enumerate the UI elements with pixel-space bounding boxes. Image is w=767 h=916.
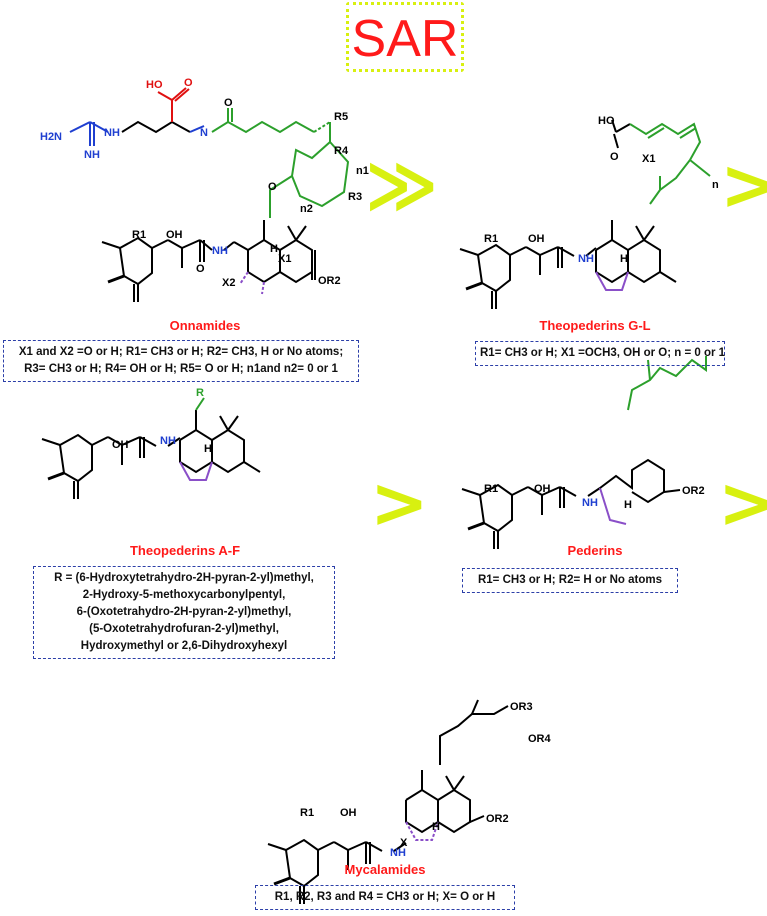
theopederins-af-title: Theopederins A-F [129, 543, 241, 558]
label-r1-ped: R1 [484, 483, 498, 495]
label-h-af: H [204, 443, 212, 455]
mycalamides-title: Mycalamides [344, 862, 426, 877]
label-oh-gl: OH [528, 233, 545, 245]
label-or2-onn: OR2 [318, 275, 341, 287]
label-n-amide: N [200, 127, 208, 139]
label-ho-acid: HO [146, 79, 163, 91]
mycalamides-note: R1, R2, R3 and R4 = CH3 or H; X= O or H [255, 885, 515, 910]
label-h-gl: H [620, 253, 628, 265]
label-o-gl: O [610, 151, 619, 163]
label-or2-myc: OR2 [486, 813, 509, 825]
label-n-af: NH [160, 435, 176, 447]
label-nh-2: NH [84, 149, 100, 161]
theopederins-af-note-line-5: Hydroxymethyl or 2,6-Dihydroxyhexyl [80, 640, 288, 652]
theopederins-af-note-line-3: 6-(Oxotetrahydro-2H-pyran-2-yl)methyl, [76, 606, 292, 618]
label-x2: X2 [222, 277, 235, 289]
mycalamides-note-line-1: R1, R2, R3 and R4 = CH3 or H; X= O or H [274, 891, 496, 903]
label-r4: R4 [334, 145, 349, 157]
theopederins-gl-note: R1= CH3 or H; X1 =OCH3, OH or O; n = 0 o… [475, 341, 725, 366]
label-x1-gl: X1 [642, 153, 655, 165]
label-o-amide-onn: O [196, 263, 205, 275]
label-h-onn: H [270, 243, 278, 255]
theopederins-gl-title: Theopederins G-L [539, 318, 651, 333]
theopederins-af-note-line-4: (5-Oxotetrahydrofuran-2-yl)methyl, [89, 623, 279, 635]
label-oh-ped: OH [534, 483, 551, 495]
label-n-gl: n [712, 179, 719, 191]
label-h-ped: H [624, 499, 632, 511]
label-h2n: H2N [40, 131, 62, 143]
label-oh-af: OH [112, 439, 129, 451]
label-or3: OR3 [510, 701, 533, 713]
label-x1-onn: X1 [278, 253, 291, 265]
sar-header-box: SAR [346, 2, 464, 72]
greater-than-arrow-3: > [370, 462, 429, 544]
greater-than-arrow-2: > [720, 144, 767, 226]
label-ho-gl: HO [598, 115, 615, 127]
onnamides-note-line-2: R3= CH3 or H; R4= OH or H; R5= O or H; n… [24, 363, 338, 375]
onnamides-title: Onnamides [169, 318, 241, 333]
label-r1-onn: R1 [132, 229, 146, 241]
sar-title: SAR [351, 10, 459, 68]
mycalamides-structure [266, 699, 509, 906]
label-n1: n1 [356, 165, 369, 177]
theopederins-gl-structure [458, 119, 711, 311]
theopederins-af-structure [40, 397, 261, 501]
greater-than-arrow-4: > [718, 462, 767, 544]
label-r5: R5 [334, 111, 348, 123]
label-r3: R3 [348, 191, 362, 203]
label-o-carbonyl: O [224, 97, 233, 109]
label-r-af: R [196, 387, 204, 399]
label-or2-ped: OR2 [682, 485, 705, 497]
pederins-note-line-1: R1= CH3 or H; R2= H or No atoms [477, 574, 663, 586]
onnamides-note: X1 and X2 =O or H; R1= CH3 or H; R2= CH3… [3, 340, 359, 382]
onnamides-structure [69, 87, 350, 304]
label-n-onn: NH [212, 245, 228, 257]
label-n-myc: NH [390, 847, 406, 859]
theopederins-af-note-line-2: 2-Hydroxy-5-methoxycarbonylpentyl, [82, 589, 286, 601]
theopederins-af-note-line-1: R = (6-Hydroxytetrahydro-2H-pyran-2-yl)m… [54, 572, 314, 584]
label-o-ring: O [268, 181, 277, 193]
label-oh-onn: OH [166, 229, 183, 241]
pederins-title: Pederins [567, 543, 623, 558]
pederins-structure [460, 356, 707, 551]
label-n2: n2 [300, 203, 313, 215]
pederins-note: R1= CH3 or H; R2= H or No atoms [462, 568, 678, 593]
theopederins-af-note: R = (6-Hydroxytetrahydro-2H-pyran-2-yl)m… [33, 566, 335, 659]
theopederins-gl-note-line-1: R1= CH3 or H; X1 =OCH3, OH or O; n = 0 o… [480, 347, 726, 359]
label-o-acid: O [184, 77, 193, 89]
atom-labels: H2N NH NH HO O N O R5 R4 n1 n2 R3 O R1 O… [40, 77, 719, 859]
label-oh-myc: OH [340, 807, 357, 819]
label-or4: OR4 [528, 733, 552, 745]
label-nh-1: NH [104, 127, 120, 139]
label-r1-myc: R1 [300, 807, 314, 819]
label-n-ped: NH [582, 497, 598, 509]
label-x-myc: X [400, 837, 408, 849]
onnamides-note-line-1: X1 and X2 =O or H; R1= CH3 or H; R2= CH3… [18, 346, 344, 358]
label-n-gl-amide: NH [578, 253, 594, 265]
label-r1-gl: R1 [484, 233, 498, 245]
label-h-myc: H [432, 821, 440, 833]
